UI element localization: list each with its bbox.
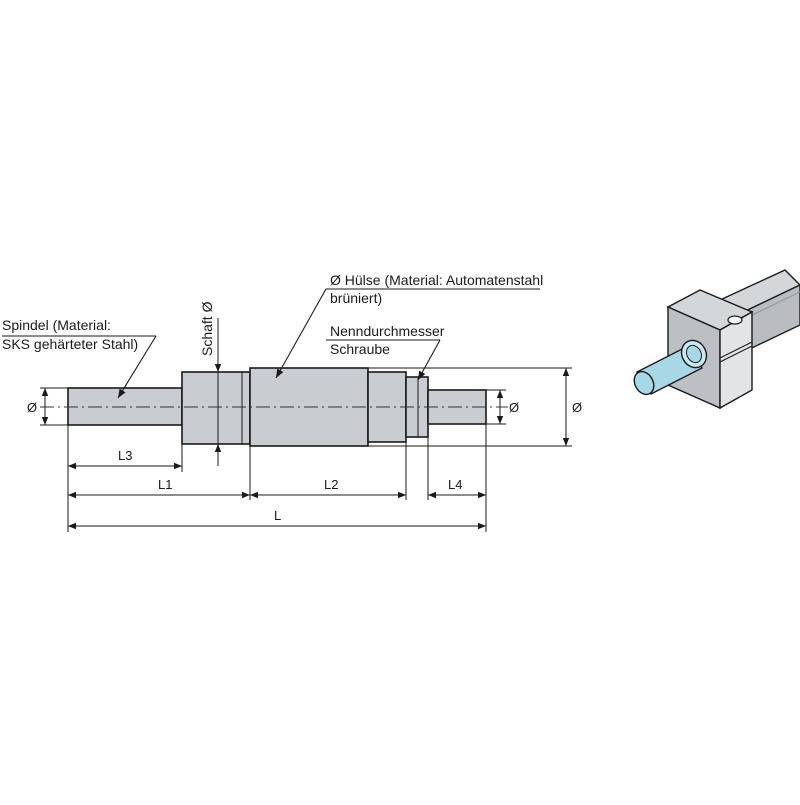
- dim-l3: L3: [118, 448, 132, 463]
- label-screw-line1: Nenndurchmesser: [330, 323, 445, 339]
- dim-l1: L1: [158, 477, 172, 492]
- dim-l: L: [274, 508, 281, 523]
- shaft-collar: [181, 371, 251, 445]
- label-sleeve-line2: brüniert): [330, 290, 382, 306]
- label-spindle-line1: Spindel (Material:: [2, 317, 111, 333]
- part-side-view: [40, 367, 508, 447]
- iso-rod-end: [633, 370, 655, 396]
- isometric-view: [633, 269, 800, 410]
- callouts: Spindel (Material: SKS gehärteter Stahl)…: [2, 272, 543, 399]
- diameter-dimensions: Ø Ø Ø Schaft Ø: [27, 301, 582, 466]
- label-spindle-line2: SKS gehärteter Stahl): [2, 336, 138, 352]
- label-screw-line2: Schraube: [330, 341, 390, 357]
- label-shaft-dia: Schaft Ø: [199, 301, 215, 356]
- dim-dia-right-small: Ø: [509, 400, 519, 415]
- dim-l4: L4: [448, 477, 462, 492]
- length-dimensions: L3 L1 L2 L4 L: [67, 424, 487, 532]
- dim-dia-right-large: Ø: [572, 400, 582, 415]
- dim-l2: L2: [324, 477, 338, 492]
- label-sleeve-line1: Ø Hülse (Material: Automatenstahl: [330, 272, 543, 288]
- iso-screw-hole: [727, 315, 743, 325]
- dim-dia-left: Ø: [27, 400, 37, 415]
